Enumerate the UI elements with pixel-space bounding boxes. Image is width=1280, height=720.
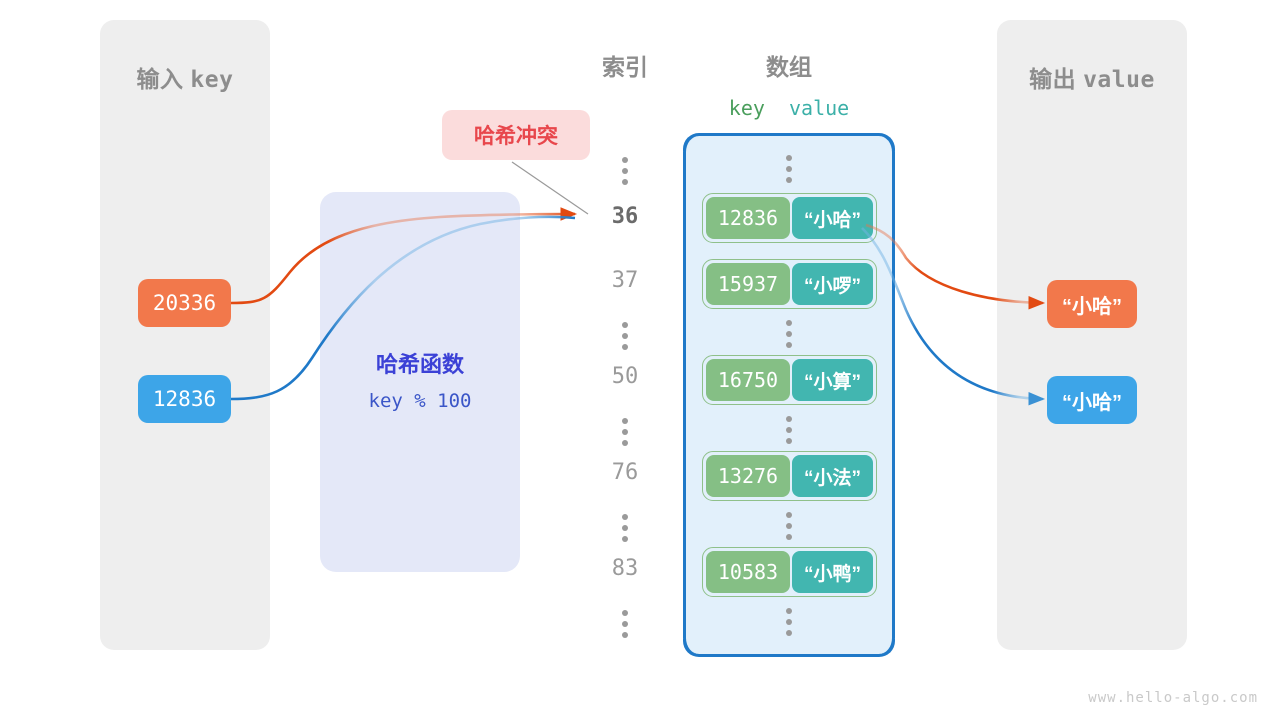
hash-function-expression: key % 100 [368,390,472,412]
index-label-83: 83 [611,556,639,581]
input-panel-title: 输入 key [100,60,270,94]
bucket-key-36: 12836 [706,197,790,239]
bucket-key-76: 13276 [706,455,790,497]
output-panel-title-cjk: 输出 [1029,66,1077,92]
input-panel: 输入 key [100,20,270,650]
index-ellipsis-3 [622,514,628,542]
key-heading: key [728,96,765,120]
key-value-heading: key value [683,96,895,120]
input-key-0[interactable]: 20336 [138,279,231,327]
array-ellipsis-2 [786,416,792,444]
index-ellipsis-4 [622,610,628,638]
watermark: www.hello-algo.com [1088,690,1258,706]
bucket-value-83: “小鸭” [792,551,873,593]
index-label-36: 36 [611,204,639,229]
bucket-key-83: 10583 [706,551,790,593]
index-ellipsis-2 [622,418,628,446]
value-heading: value [789,96,850,120]
bucket-value-50: “小算” [792,359,873,401]
output-panel: 输出 value [997,20,1187,650]
index-label-37: 37 [611,268,639,293]
bucket-value-76: “小法” [792,455,873,497]
input-key-1[interactable]: 12836 [138,375,231,423]
output-value-0[interactable]: “小哈” [1047,280,1137,328]
array-column-heading: 数组 [766,54,812,80]
output-panel-title-mono: value [1083,67,1155,93]
bucket-cell-50[interactable]: 16750 “小算” [702,355,877,405]
index-ellipsis-0 [622,157,628,185]
array-ellipsis-0 [786,155,792,183]
hash-function-title: 哈希函数 [375,352,464,377]
bucket-cell-37[interactable]: 15937 “小啰” [702,259,877,309]
index-label-50: 50 [611,364,639,389]
bucket-cell-76[interactable]: 13276 “小法” [702,451,877,501]
hash-collision-badge: 哈希冲突 [442,110,590,160]
array-ellipsis-3 [786,512,792,540]
bucket-value-37: “小啰” [792,263,873,305]
bucket-key-37: 15937 [706,263,790,305]
bucket-value-36: “小哈” [792,197,873,239]
index-label-76: 76 [611,460,639,485]
output-panel-title: 输出 value [997,60,1187,94]
array-ellipsis-4 [786,608,792,636]
bucket-key-50: 16750 [706,359,790,401]
index-ellipsis-1 [622,322,628,350]
input-panel-title-mono: key [190,67,234,93]
index-column-heading: 索引 [602,54,648,80]
hash-function-box: 哈希函数 key % 100 [320,192,520,572]
output-value-1[interactable]: “小哈” [1047,376,1137,424]
bucket-cell-36[interactable]: 12836 “小哈” [702,193,877,243]
bucket-cell-83[interactable]: 10583 “小鸭” [702,547,877,597]
input-panel-title-cjk: 输入 [136,66,184,92]
array-ellipsis-1 [786,320,792,348]
